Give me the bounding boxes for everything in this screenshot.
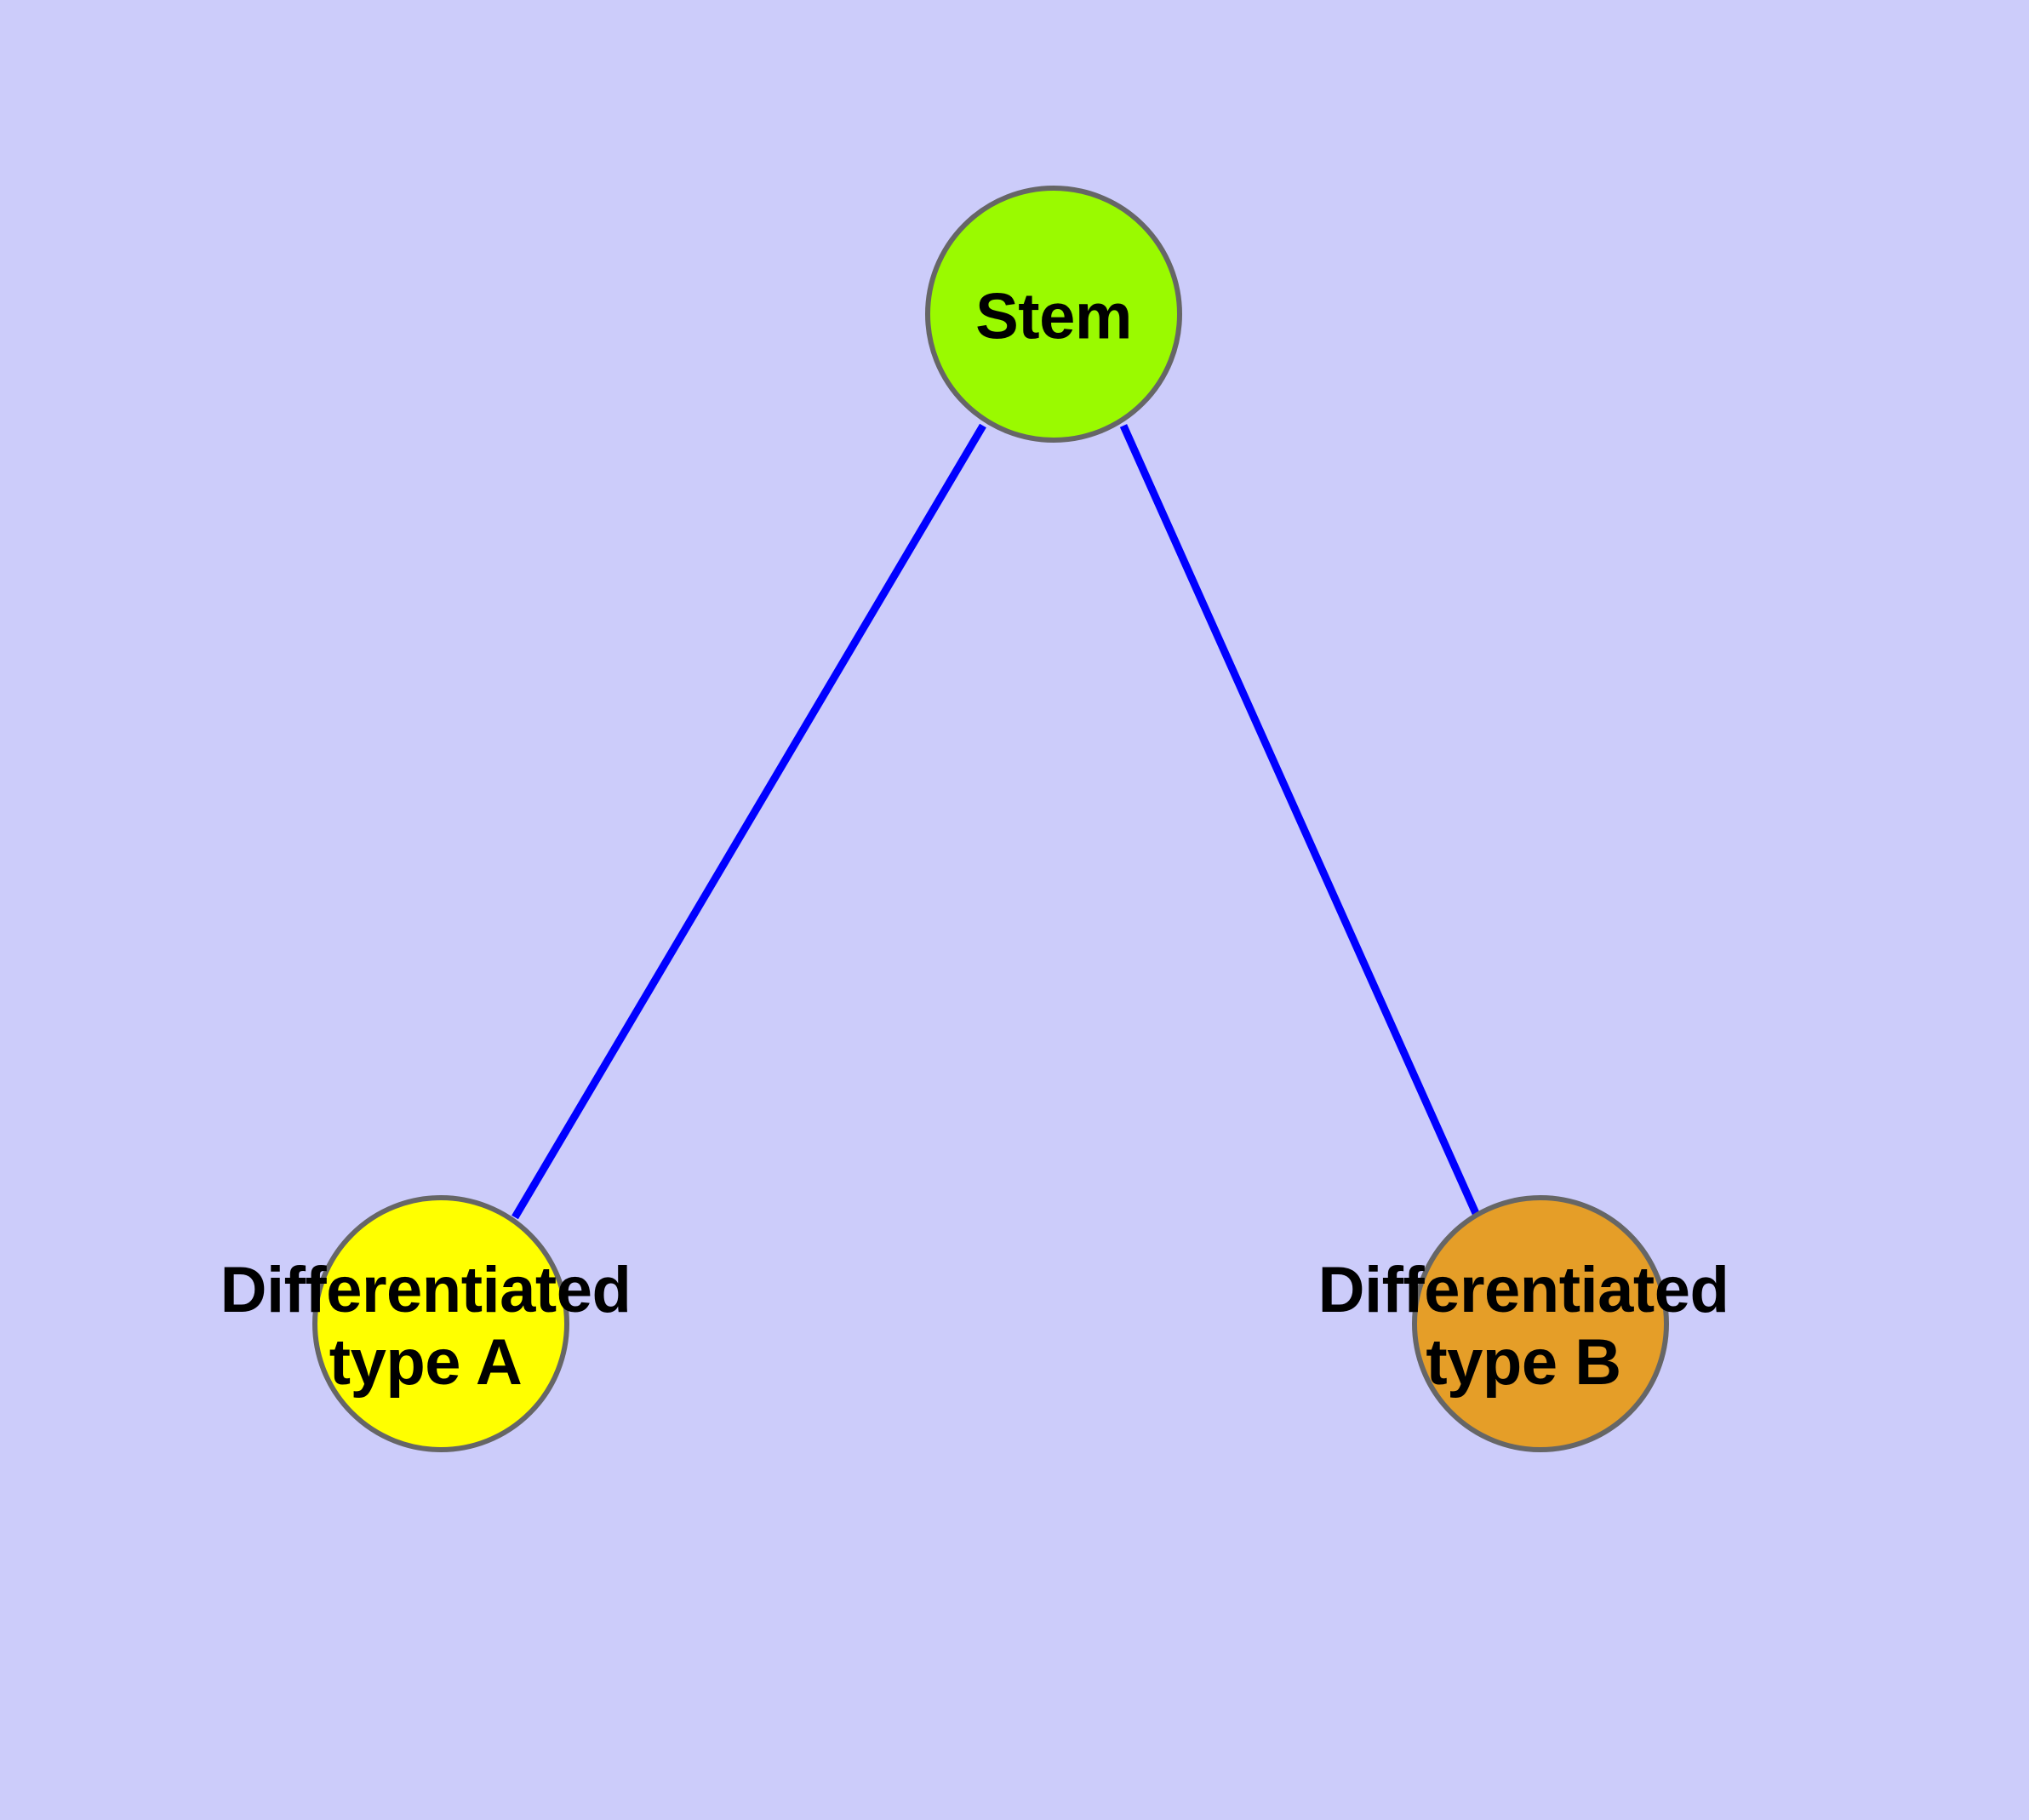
node-stem[interactable] — [925, 186, 1182, 443]
edge-stem-to-diff-a[interactable] — [512, 423, 986, 1220]
edges-layer — [512, 423, 1483, 1221]
node-diff-a[interactable] — [312, 1195, 569, 1452]
nodes-layer — [312, 186, 1669, 1452]
edge-stem-to-diff-b[interactable] — [1119, 424, 1483, 1221]
node-diff-b[interactable] — [1412, 1195, 1669, 1452]
